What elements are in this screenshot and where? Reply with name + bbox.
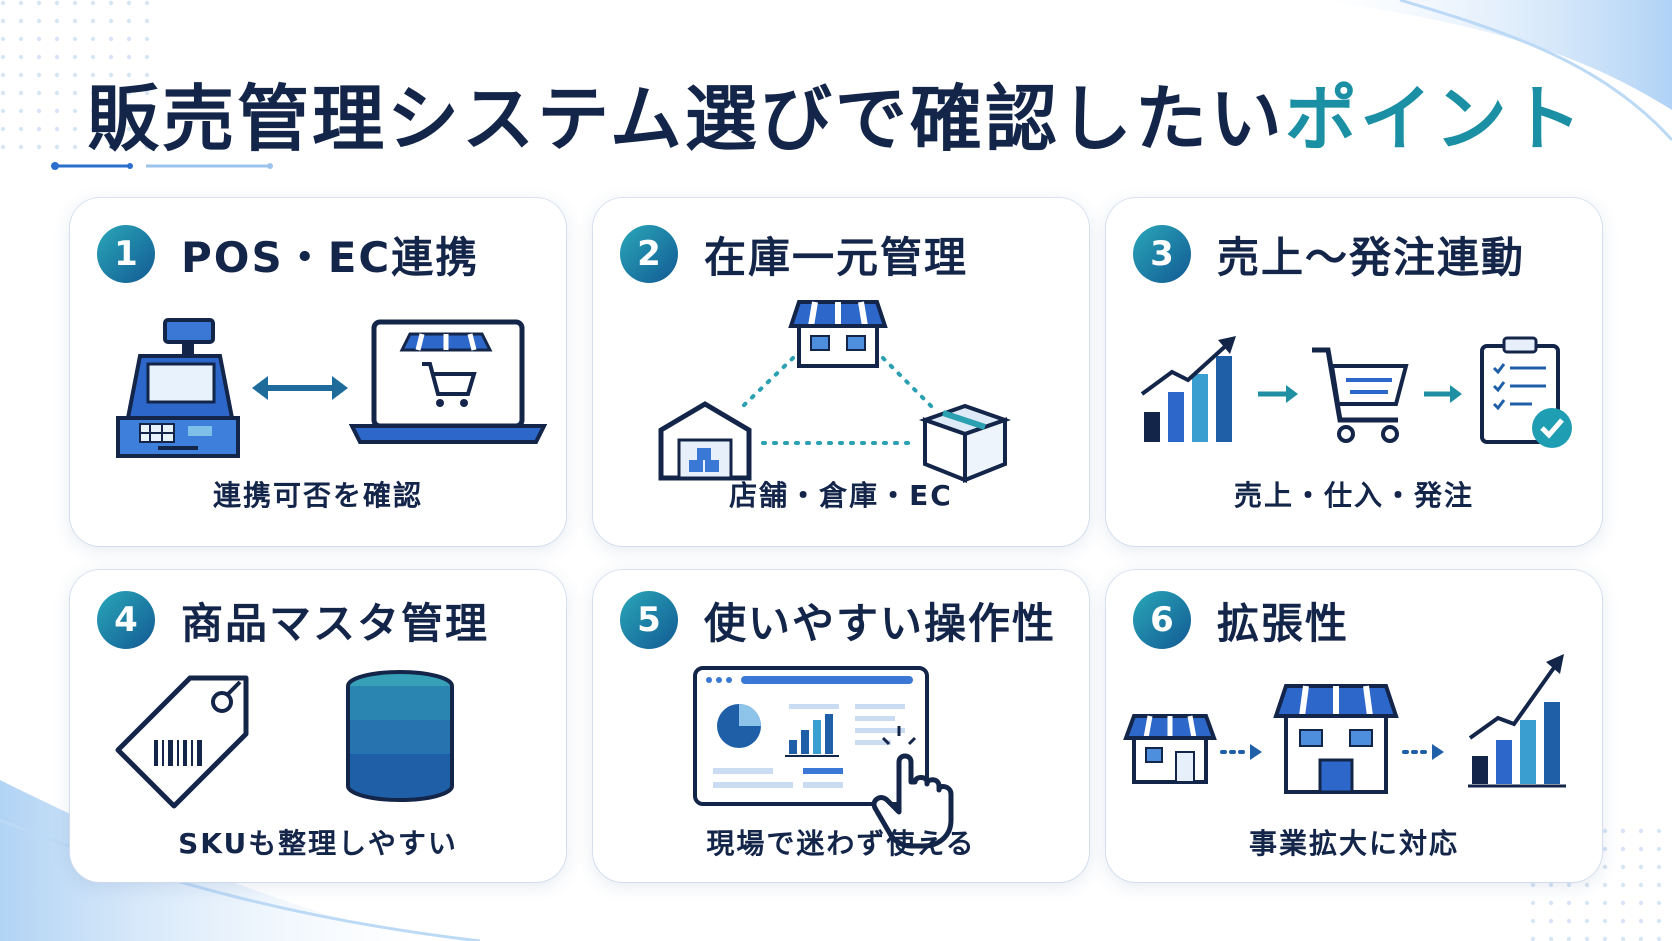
card-number-badge: 5 [620, 591, 678, 649]
card-header: 3 売上〜発注連動 [1133, 224, 1525, 284]
card-title: 売上〜発注連動 [1217, 232, 1526, 282]
large-store-icon [1273, 684, 1399, 794]
card-usability: 5 使いやすい操作性 [593, 570, 1089, 882]
card-header: 1 POS・EC連携 [97, 224, 479, 284]
card-pos-ec: 1 POS・EC連携 [70, 198, 566, 546]
card-illustration [115, 670, 454, 809]
title-accent: ポイント [1284, 77, 1585, 161]
dotted-connection-lines [739, 356, 935, 445]
card-number-badge: 3 [1133, 225, 1191, 283]
card-illustration [116, 318, 548, 458]
card-scalability: 6 拡張性 [1106, 570, 1602, 882]
card-title: 在庫一元管理 [704, 232, 969, 282]
card-number-badge: 6 [1133, 591, 1191, 649]
card-subtitle: 連携可否を確認 [212, 479, 423, 512]
card-subtitle: 売上・仕入・発注 [1233, 479, 1474, 512]
arrow-right-icon [1424, 385, 1462, 403]
title-main: 販売管理システム選びで確認したい [87, 77, 1285, 161]
arrow-right-icon [1258, 385, 1298, 403]
barcode-tag-icon [115, 675, 249, 809]
growth-chart-icon [1468, 654, 1566, 788]
card-illustration [658, 300, 1012, 483]
laptop-shop-icon [348, 319, 548, 444]
card-subtitle: SKUも整理しやすい [178, 827, 458, 860]
dashboard-screen-icon [693, 666, 929, 806]
dotted-arrow-icon [1402, 744, 1444, 760]
card-subtitle: 事業拡大に対応 [1248, 827, 1459, 860]
card-header: 2 在庫一元管理 [620, 224, 968, 284]
card-illustration [693, 666, 954, 849]
card-number-badge: 1 [97, 225, 155, 283]
package-box-icon [918, 403, 1012, 483]
card-number-badge: 2 [620, 225, 678, 283]
pointing-hand-icon [871, 726, 954, 849]
title-underline-decoration [51, 162, 273, 170]
store-icon [788, 300, 888, 368]
page-title: 販売管理システム選びで確認したいポイント [0, 60, 1672, 165]
small-store-icon [1123, 714, 1217, 784]
card-product-master: 4 商品マスタ管理 SKUも整理しやすい [70, 570, 566, 882]
warehouse-icon [658, 401, 752, 481]
pos-register-icon [116, 318, 240, 458]
card-number-badge: 4 [97, 591, 155, 649]
card-header: 6 拡張性 [1133, 590, 1349, 650]
card-header: 5 使いやすい操作性 [620, 590, 1056, 650]
card-title: POS・EC連携 [181, 232, 480, 282]
card-sales-order: 3 売上〜発注連動 [1106, 198, 1602, 546]
card-illustration [1140, 336, 1572, 448]
card-subtitle: 店舗・倉庫・EC [729, 479, 953, 512]
card-header: 4 商品マスタ管理 [97, 590, 489, 650]
double-arrow-icon [252, 376, 348, 400]
database-icon [346, 670, 454, 802]
growth-chart-icon [1140, 336, 1236, 442]
dotted-arrow-icon [1220, 744, 1262, 760]
checklist-clipboard-icon [1480, 336, 1572, 448]
card-illustration [1123, 654, 1566, 794]
card-title: 使いやすい操作性 [704, 598, 1057, 648]
card-subtitle: 現場で迷わず使える [706, 827, 976, 860]
card-title: 商品マスタ管理 [181, 598, 490, 648]
card-inventory: 2 在庫一元管理 店舗・ [593, 198, 1089, 546]
card-title: 拡張性 [1217, 598, 1350, 648]
shopping-cart-icon [1312, 347, 1409, 443]
